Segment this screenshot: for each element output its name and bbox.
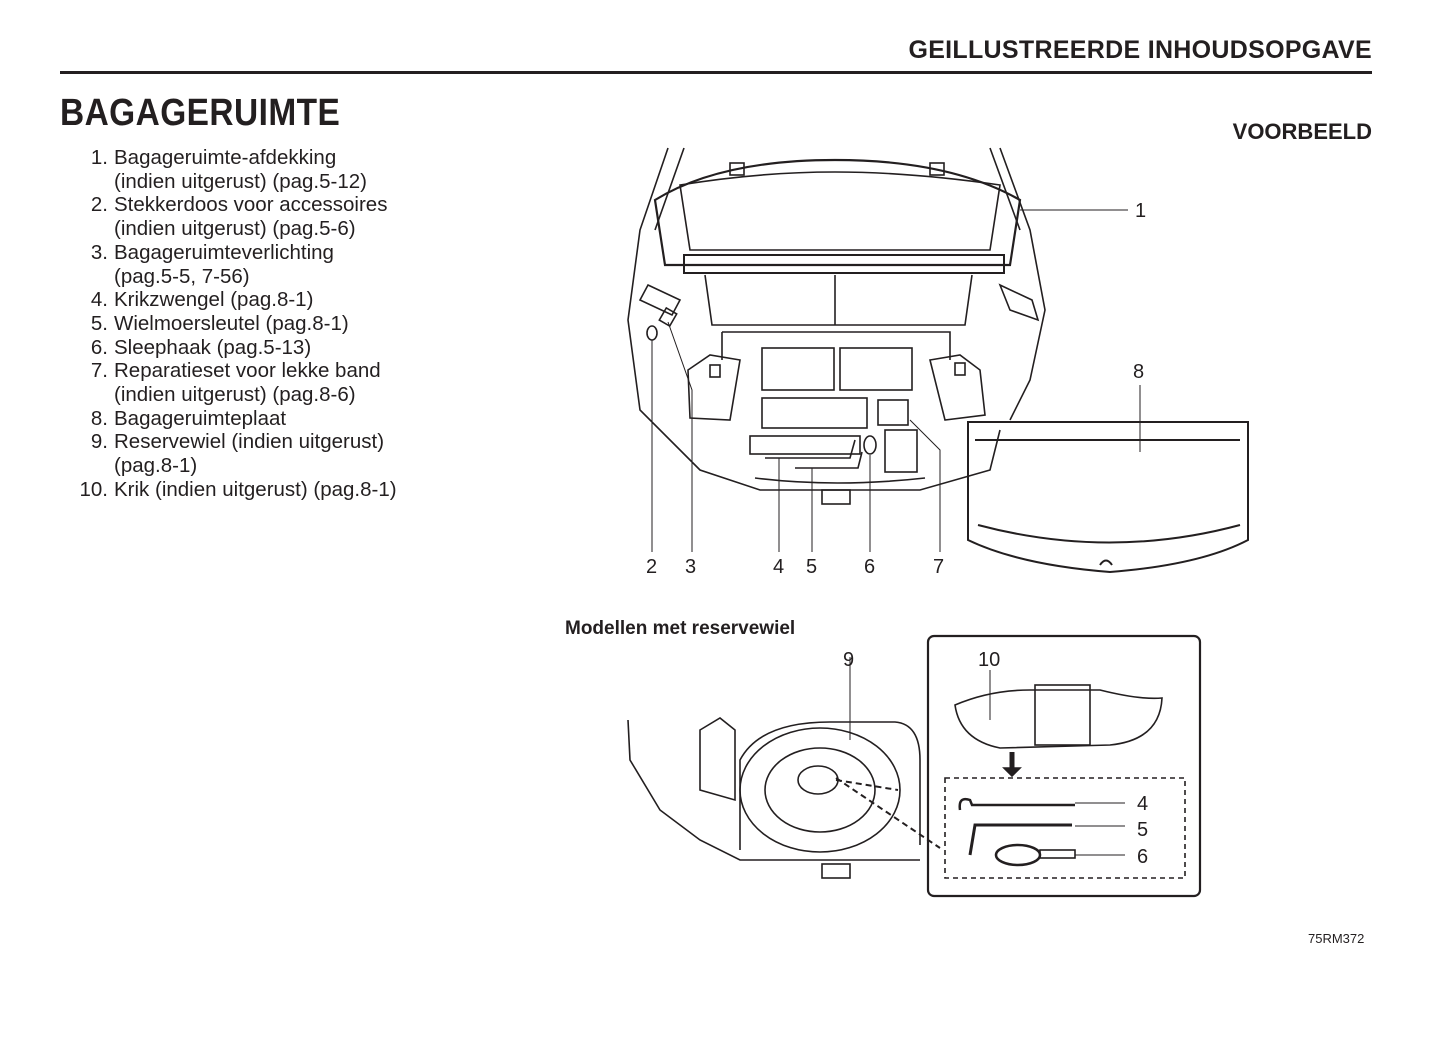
item-number: 5. [90, 311, 108, 335]
item-text: Wielmoersleutel (pag.8-1) [114, 311, 349, 335]
item-text: Reparatieset voor lekke band [114, 359, 381, 383]
item-text: (pag.5-5, 7-56) [114, 264, 250, 288]
leader-lines [651, 209, 1141, 552]
callout-numbers: 1 8 2 3 4 5 6 7 [646, 200, 1146, 578]
list-item: 4.Krikzwengel (pag.8-1) [70, 288, 397, 312]
item-text: (indien uitgerust) (pag.8-6) [114, 383, 356, 407]
header-rule [60, 71, 1372, 74]
callout-8: 8 [1133, 361, 1144, 383]
jack-tools-panel [926, 634, 1202, 898]
callout-5: 5 [806, 556, 817, 578]
callout-2: 2 [646, 556, 657, 578]
subheading: Modellen met reservewiel [565, 618, 796, 639]
item-text: Sleephaak (pag.5-13) [114, 335, 312, 359]
list-item: 9.Reservewiel (indien uitgerust)(pag.8-1… [70, 430, 397, 477]
callout-6: 6 [864, 556, 875, 578]
spare-callouts: 9 10 4 5 6 [843, 649, 1148, 868]
luggage-board-drawing [967, 421, 1249, 574]
callout-9: 9 [843, 649, 854, 671]
callout-4: 4 [773, 556, 784, 578]
item-number: 9. [90, 430, 108, 454]
list-item: 7.Reparatieset voor lekke band(indien ui… [70, 359, 397, 406]
spare-wheel-drawing [627, 657, 941, 879]
item-number: 10. [79, 477, 109, 501]
item-number: 7. [90, 359, 108, 383]
car-rear-drawing [627, 147, 1046, 505]
item-text: (indien uitgerust) (pag.5-12) [114, 169, 367, 193]
list-item: 10.Krik (indien uitgerust) (pag.8-1) [70, 478, 397, 502]
item-text: Bagageruimte-afdekking [114, 146, 337, 169]
callout-tool-5: 5 [1137, 819, 1148, 841]
item-text: Reservewiel (indien uitgerust) [114, 430, 385, 454]
callout-7: 7 [933, 556, 944, 578]
example-label: VOORBEELD [1232, 119, 1372, 144]
item-list: 1.Bagageruimte-afdekking(indien uitgerus… [70, 146, 397, 502]
list-item: 6.Sleephaak (pag.5-13) [70, 336, 397, 360]
item-text: Krikzwengel (pag.8-1) [114, 288, 314, 312]
figure-code: 75RM372 [1308, 931, 1365, 946]
item-number: 1. [90, 146, 108, 169]
list-item: 3.Bagageruimteverlichting(pag.5-5, 7-56) [70, 241, 397, 288]
callout-1: 1 [1135, 200, 1146, 222]
page-title: BAGAGERUIMTE [60, 92, 341, 134]
callout-10: 10 [978, 649, 1000, 671]
item-text: (pag.8-1) [114, 454, 198, 478]
item-number: 6. [90, 335, 108, 359]
item-number: 8. [90, 406, 108, 430]
item-text: Krik (indien uitgerust) (pag.8-1) [114, 477, 397, 501]
item-text: (indien uitgerust) (pag.5-6) [114, 217, 356, 241]
item-text: Bagageruimteverlichting [114, 240, 334, 264]
item-number: 2. [90, 193, 108, 217]
callout-tool-4: 4 [1137, 793, 1148, 815]
list-item: 8.Bagageruimteplaat [70, 407, 397, 431]
item-number: 3. [90, 240, 108, 264]
list-item: 5.Wielmoersleutel (pag.8-1) [70, 312, 397, 336]
list-item: 2.Stekkerdoos voor accessoires(indien ui… [70, 193, 397, 240]
item-text: Stekkerdoos voor accessoires [114, 193, 388, 217]
callout-tool-6: 6 [1137, 846, 1148, 868]
item-number: 4. [90, 288, 108, 312]
callout-3: 3 [685, 556, 696, 578]
list-item: 1. Bagageruimte-afdekking(indien uitgerus… [70, 146, 397, 193]
section-header: GEILLUSTREERDE INHOUDSOPGAVE [908, 36, 1372, 64]
item-text: Bagageruimteplaat [114, 406, 287, 430]
